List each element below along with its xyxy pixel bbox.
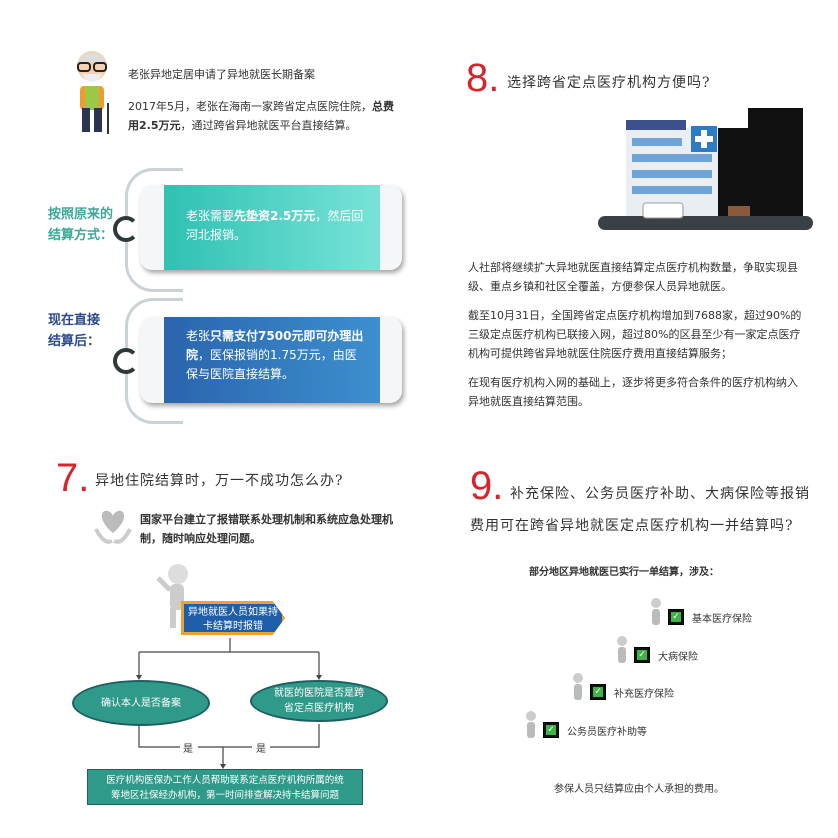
before-label: 按照原来的结算方式：	[48, 207, 114, 243]
before-text: 老张需要	[186, 209, 235, 223]
after-bold: 只需支付7500元即可办理出院	[186, 329, 364, 362]
before-card: 老张需要先垫资2.5万元，然后回河北报销。	[140, 185, 402, 270]
person-figure-illustration	[156, 564, 188, 628]
after-card: 老张只需支付7500元即可办理出院，医保报销的1.75万元，由医保与医院直接结算…	[140, 317, 402, 403]
checkbox-icon: ✓	[668, 609, 684, 625]
person-icon	[648, 598, 666, 626]
c-connector-icon	[113, 216, 139, 242]
person-icon	[570, 673, 588, 701]
list-item: ✓ 公务员医疗补助等	[523, 711, 647, 739]
q9-title: 补充保险、公务员医疗补助、大病保险等报销费用可在跨省异地就医定点医疗机构一并结算…	[470, 486, 810, 534]
checkbox-icon: ✓	[634, 647, 650, 663]
q8-paragraph: 人社部将继续扩大异地就医直接结算定点医疗机构数量，争取实现县级、重点乡镇和社区全…	[468, 261, 798, 293]
after-card-text: 老张只需支付7500元即可办理出院，医保报销的1.75万元，由医保与医院直接结算…	[164, 317, 380, 403]
list-item: ✓ 大病保险	[614, 636, 698, 664]
flow-check-registration: 确认本人是否备案	[72, 680, 210, 726]
after-label: 现在直接结算后：	[48, 313, 101, 349]
story-paragraph: 2017年5月，老张在海南一家跨省定点医院住院，总费用2.5万元，通过跨省异地就…	[128, 97, 403, 135]
item-label: 补充医疗保险	[614, 688, 674, 700]
q8-title: 选择跨省定点医疗机构方便吗?	[507, 75, 711, 91]
story-text-end: ，通过跨省异地就医平台直接结算。	[180, 119, 357, 132]
story-bold: 总费用2.5万元	[128, 100, 394, 132]
heart-hands-icon	[94, 510, 132, 544]
before-bold: 先垫资2.5万元	[234, 209, 316, 223]
list-item: ✓ 基本医疗保险	[648, 598, 752, 626]
item-label: 公务员医疗补助等	[567, 726, 647, 738]
q7-text: 国家平台建立了报错联系处理机制和系统应急处理机制，随时响应处理问题。	[140, 513, 393, 545]
q7-title: 异地住院结算时，万一不成功怎么办?	[95, 473, 344, 489]
after-text: 老张	[186, 329, 211, 343]
checkbox-icon: ✓	[590, 684, 606, 700]
q8-number: 8.	[466, 56, 500, 100]
q9-number: 9.	[470, 464, 504, 508]
person-icon	[523, 711, 541, 739]
q8-paragraph: 截至10月31日，全国跨省定点医疗机构增加到7688家，超过90%的三级定点医疗…	[468, 309, 802, 360]
person-icon	[614, 636, 632, 664]
list-item: ✓ 补充医疗保险	[570, 673, 674, 701]
item-label: 基本医疗保险	[692, 613, 752, 625]
q8-paragraph: 在现有医疗机构入网的基础上，逐步将更多符合条件的医疗机构纳入异地就医直接结算范围…	[468, 376, 798, 408]
story-text: 2017年5月，老张在海南一家跨省定点医院住院，	[128, 100, 372, 113]
after-text-end: ，医保报销的1.75万元，由医保与医院直接结算。	[186, 348, 357, 381]
q9-footer: 参保人员只结算应由个人承担的费用。	[554, 784, 724, 795]
flow-connectors	[136, 638, 322, 769]
before-text-end: ，然后回河北报销。	[186, 209, 364, 242]
checkbox-icon: ✓	[543, 722, 559, 738]
story-title: 老张异地定居申请了异地就医长期备案	[128, 68, 315, 81]
before-card-text: 老张需要先垫资2.5万元，然后回河北报销。	[164, 185, 380, 270]
flow-check-hospital: 就医的医院是否是跨省定点医疗机构	[250, 680, 388, 722]
flow-start-box: 异地就医人员如果持卡结算时报错	[181, 601, 285, 635]
flow-result-box: 医疗机构医保办工作人员帮助联系定点医疗机构所属的统筹地区社保经办机构，第一时间排…	[87, 769, 363, 805]
item-label: 大病保险	[658, 651, 698, 663]
q7-number: 7.	[56, 456, 90, 500]
flow-yes-right: 是	[256, 744, 266, 755]
q8-body: 人社部将继续扩大异地就医直接结算定点医疗机构数量，争取实现县级、重点乡镇和社区全…	[468, 258, 808, 411]
flow-yes-left: 是	[183, 744, 193, 755]
q9-intro: 部分地区异地就医已实行一单结算，涉及：	[529, 567, 719, 578]
hospital-illustration	[598, 108, 813, 230]
grandpa-illustration	[77, 51, 109, 134]
c-connector-icon	[113, 348, 139, 374]
